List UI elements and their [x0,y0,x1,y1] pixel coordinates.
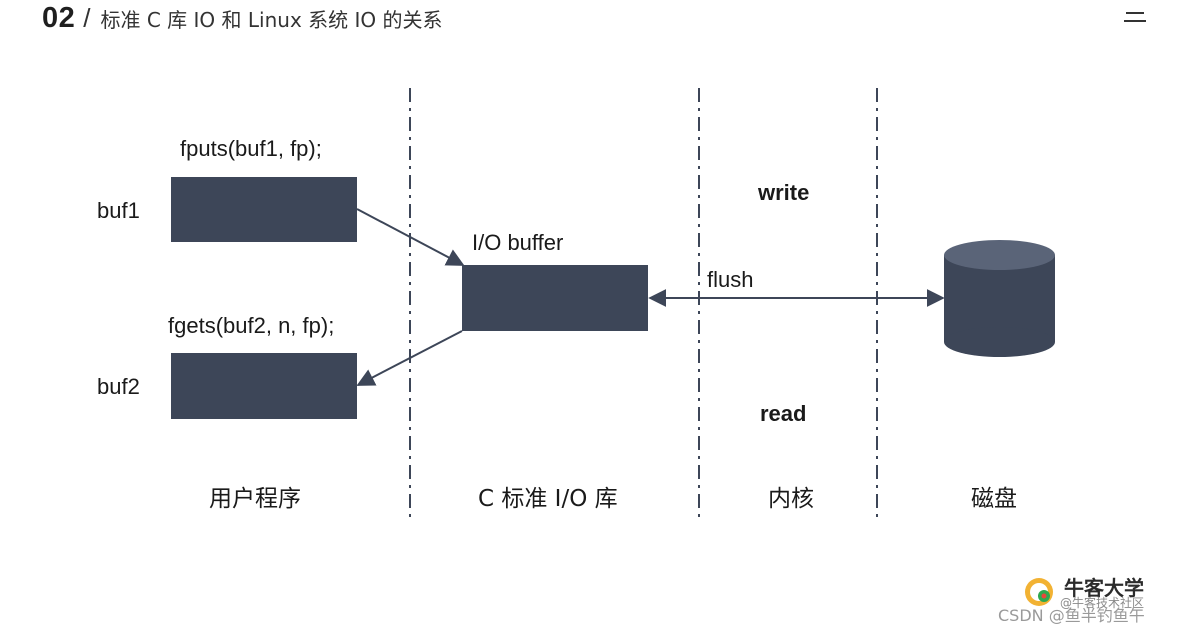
disk-cylinder-icon [944,240,1055,357]
io-buffer-label: I/O buffer [472,230,564,255]
watermark: 牛客大学 @牛客技术社区 CSDN @鱼半钓鱼午 [998,566,1180,626]
column-kernel: 内核 [768,486,814,512]
fputs-arrow [356,208,465,266]
watermark-csdn: CSDN @鱼半钓鱼午 [998,606,1145,625]
column-disk: 磁盘 [971,486,1017,512]
watermark-subtitle: @牛客技术社区 [1060,596,1145,610]
fgets-call-label: fgets(buf2, n, fp); [168,313,335,338]
read-label: read [760,401,807,426]
io-buffer-box [462,265,648,331]
write-label: write [758,180,810,205]
slide-header: 02 / 标准 C 库 IO 和 Linux 系统 IO 的关系 [42,2,443,42]
menu-icon[interactable] [1124,12,1146,26]
column-user-program: 用户程序 [209,486,301,512]
slide-number: 02 [42,2,76,34]
buf2-box [171,353,357,419]
watermark-brand: 牛客大学 [1064,576,1144,600]
buf1-box [171,177,357,242]
buf2-label: buf2 [97,374,140,399]
fgets-arrow [356,330,463,386]
title-separator: / [83,3,91,33]
column-c-std-io: C 标准 I/O 库 [478,486,618,512]
buf1-label: buf1 [97,198,140,223]
slide-title: 标准 C 库 IO 和 Linux 系统 IO 的关系 [100,8,443,32]
flush-label: flush [707,267,754,292]
nowcoder-logo-icon [1025,578,1053,606]
fputs-call-label: fputs(buf1, fp); [180,136,322,161]
